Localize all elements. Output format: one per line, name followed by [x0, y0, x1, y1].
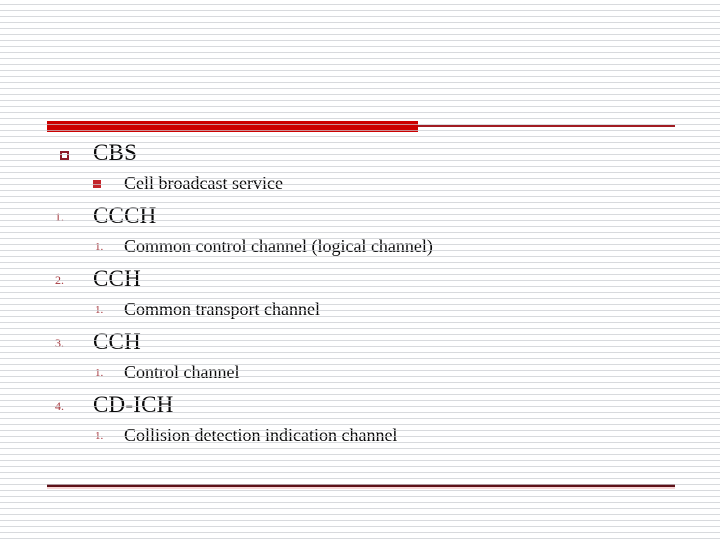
- list-item[interactable]: 1. CCCH: [0, 201, 720, 233]
- bullet-list: CBS Cell broadcast service 1. CCCH 1. Co…: [0, 138, 720, 453]
- list-item-number: 1.: [55, 210, 64, 224]
- list-item-title: CCCH: [93, 203, 157, 228]
- list-item-title: CBS: [93, 140, 138, 165]
- list-subitem[interactable]: Cell broadcast service: [0, 170, 720, 201]
- list-subitem[interactable]: 1. Collision detection indication channe…: [0, 422, 720, 453]
- list-item-title: CCH: [93, 266, 141, 291]
- list-subitem-number: 1.: [95, 304, 104, 316]
- footer-decoration-rule: [47, 484, 675, 489]
- list-subitem-text: Common control channel (logical channel): [124, 236, 433, 256]
- list-item-title: CD-ICH: [93, 392, 174, 417]
- list-subitem-number: 1.: [95, 241, 104, 253]
- list-subitem-text: Common transport channel: [124, 299, 320, 319]
- list-item[interactable]: 3. CCH: [0, 327, 720, 359]
- header-decoration-rule: [47, 121, 675, 132]
- header-rule-thick-bar: [47, 121, 418, 132]
- list-item[interactable]: 4. CD-ICH: [0, 390, 720, 422]
- list-subitem-text: Collision detection indication channel: [124, 425, 398, 445]
- list-subitem-text: Control channel: [124, 362, 240, 382]
- list-subitem-number: 1.: [95, 430, 104, 442]
- list-item-number: 3.: [55, 336, 64, 350]
- list-item-title: CCH: [93, 329, 141, 354]
- list-subitem-text: Cell broadcast service: [124, 173, 283, 193]
- list-subitem[interactable]: 1. Common control channel (logical chann…: [0, 233, 720, 264]
- footer-rule-glow: [47, 487, 675, 489]
- list-item[interactable]: 2. CCH: [0, 264, 720, 296]
- list-item[interactable]: CBS: [0, 138, 720, 170]
- filled-square-bullet-icon: [93, 180, 101, 188]
- list-item-number: 2.: [55, 273, 64, 287]
- header-rule-thin-line: [418, 125, 675, 127]
- list-subitem[interactable]: 1. Control channel: [0, 359, 720, 390]
- list-subitem[interactable]: 1. Common transport channel: [0, 296, 720, 327]
- hollow-square-bullet-icon: [60, 151, 69, 160]
- list-subitem-number: 1.: [95, 367, 104, 379]
- list-item-number: 4.: [55, 399, 64, 413]
